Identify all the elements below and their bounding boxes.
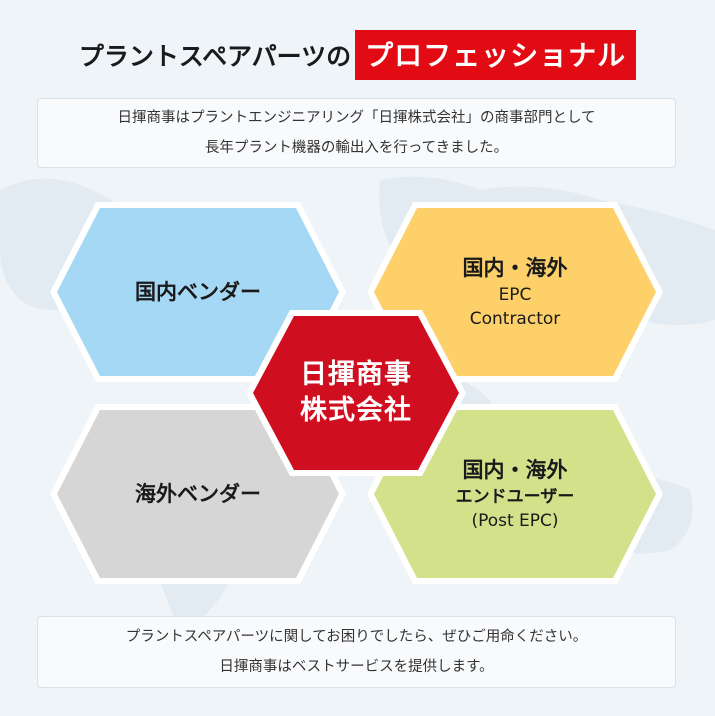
hex-shape (253, 316, 459, 470)
hex-epc-contractor: 国内・海外 EPC Contractor (365, 200, 665, 384)
hex-end-user: 国内・海外 エンドユーザー (Post EPC) (365, 402, 665, 586)
hex-subtitle: エンドユーザー (455, 487, 575, 507)
hex-shape (374, 410, 656, 578)
hex-domestic-vendor: 国内ベンダー (48, 200, 348, 384)
heading-emphasis-badge: プロフェッショナル (355, 30, 637, 80)
intro-line-1: 日揮商事はプラントエンジニアリング「日揮株式会社」の商事部門として (117, 110, 596, 126)
hex-title: 国内・海外 (462, 256, 568, 280)
closing-line-2: 日揮商事はベストサービスを提供します。 (219, 659, 494, 675)
hex-shape (374, 208, 656, 376)
hex-shape (57, 208, 339, 376)
hex-subtitle-2: Contractor (469, 309, 561, 329)
company-name-line-2: 株式会社 (300, 395, 412, 426)
hex-label: 国内ベンダー (135, 280, 261, 304)
page-heading: プラントスペアパーツの プロフェッショナル (0, 30, 715, 80)
closing-box: プラントスペアパーツに関してお困りでしたら、ぜひご用命ください。 日揮商事はベス… (37, 616, 676, 688)
hex-shape (57, 410, 339, 578)
hex-subtitle-2: (Post EPC) (471, 511, 559, 531)
intro-line-2: 長年プラント機器の輸出入を行ってきました。 (204, 140, 509, 156)
hex-subtitle: EPC (498, 285, 532, 305)
hex-jgc-trading: 日揮商事 株式会社 (244, 308, 468, 478)
hex-label: 海外ベンダー (135, 482, 261, 506)
company-name-line-1: 日揮商事 (300, 359, 412, 390)
hex-overseas-vendor: 海外ベンダー (48, 402, 348, 586)
hex-title: 国内・海外 (462, 458, 568, 482)
closing-line-1: プラントスペアパーツに関してお困りでしたら、ぜひご用命ください。 (125, 629, 588, 645)
heading-plain-text: プラントスペアパーツの (78, 42, 352, 71)
intro-box: 日揮商事はプラントエンジニアリング「日揮株式会社」の商事部門として 長年プラント… (37, 98, 676, 168)
